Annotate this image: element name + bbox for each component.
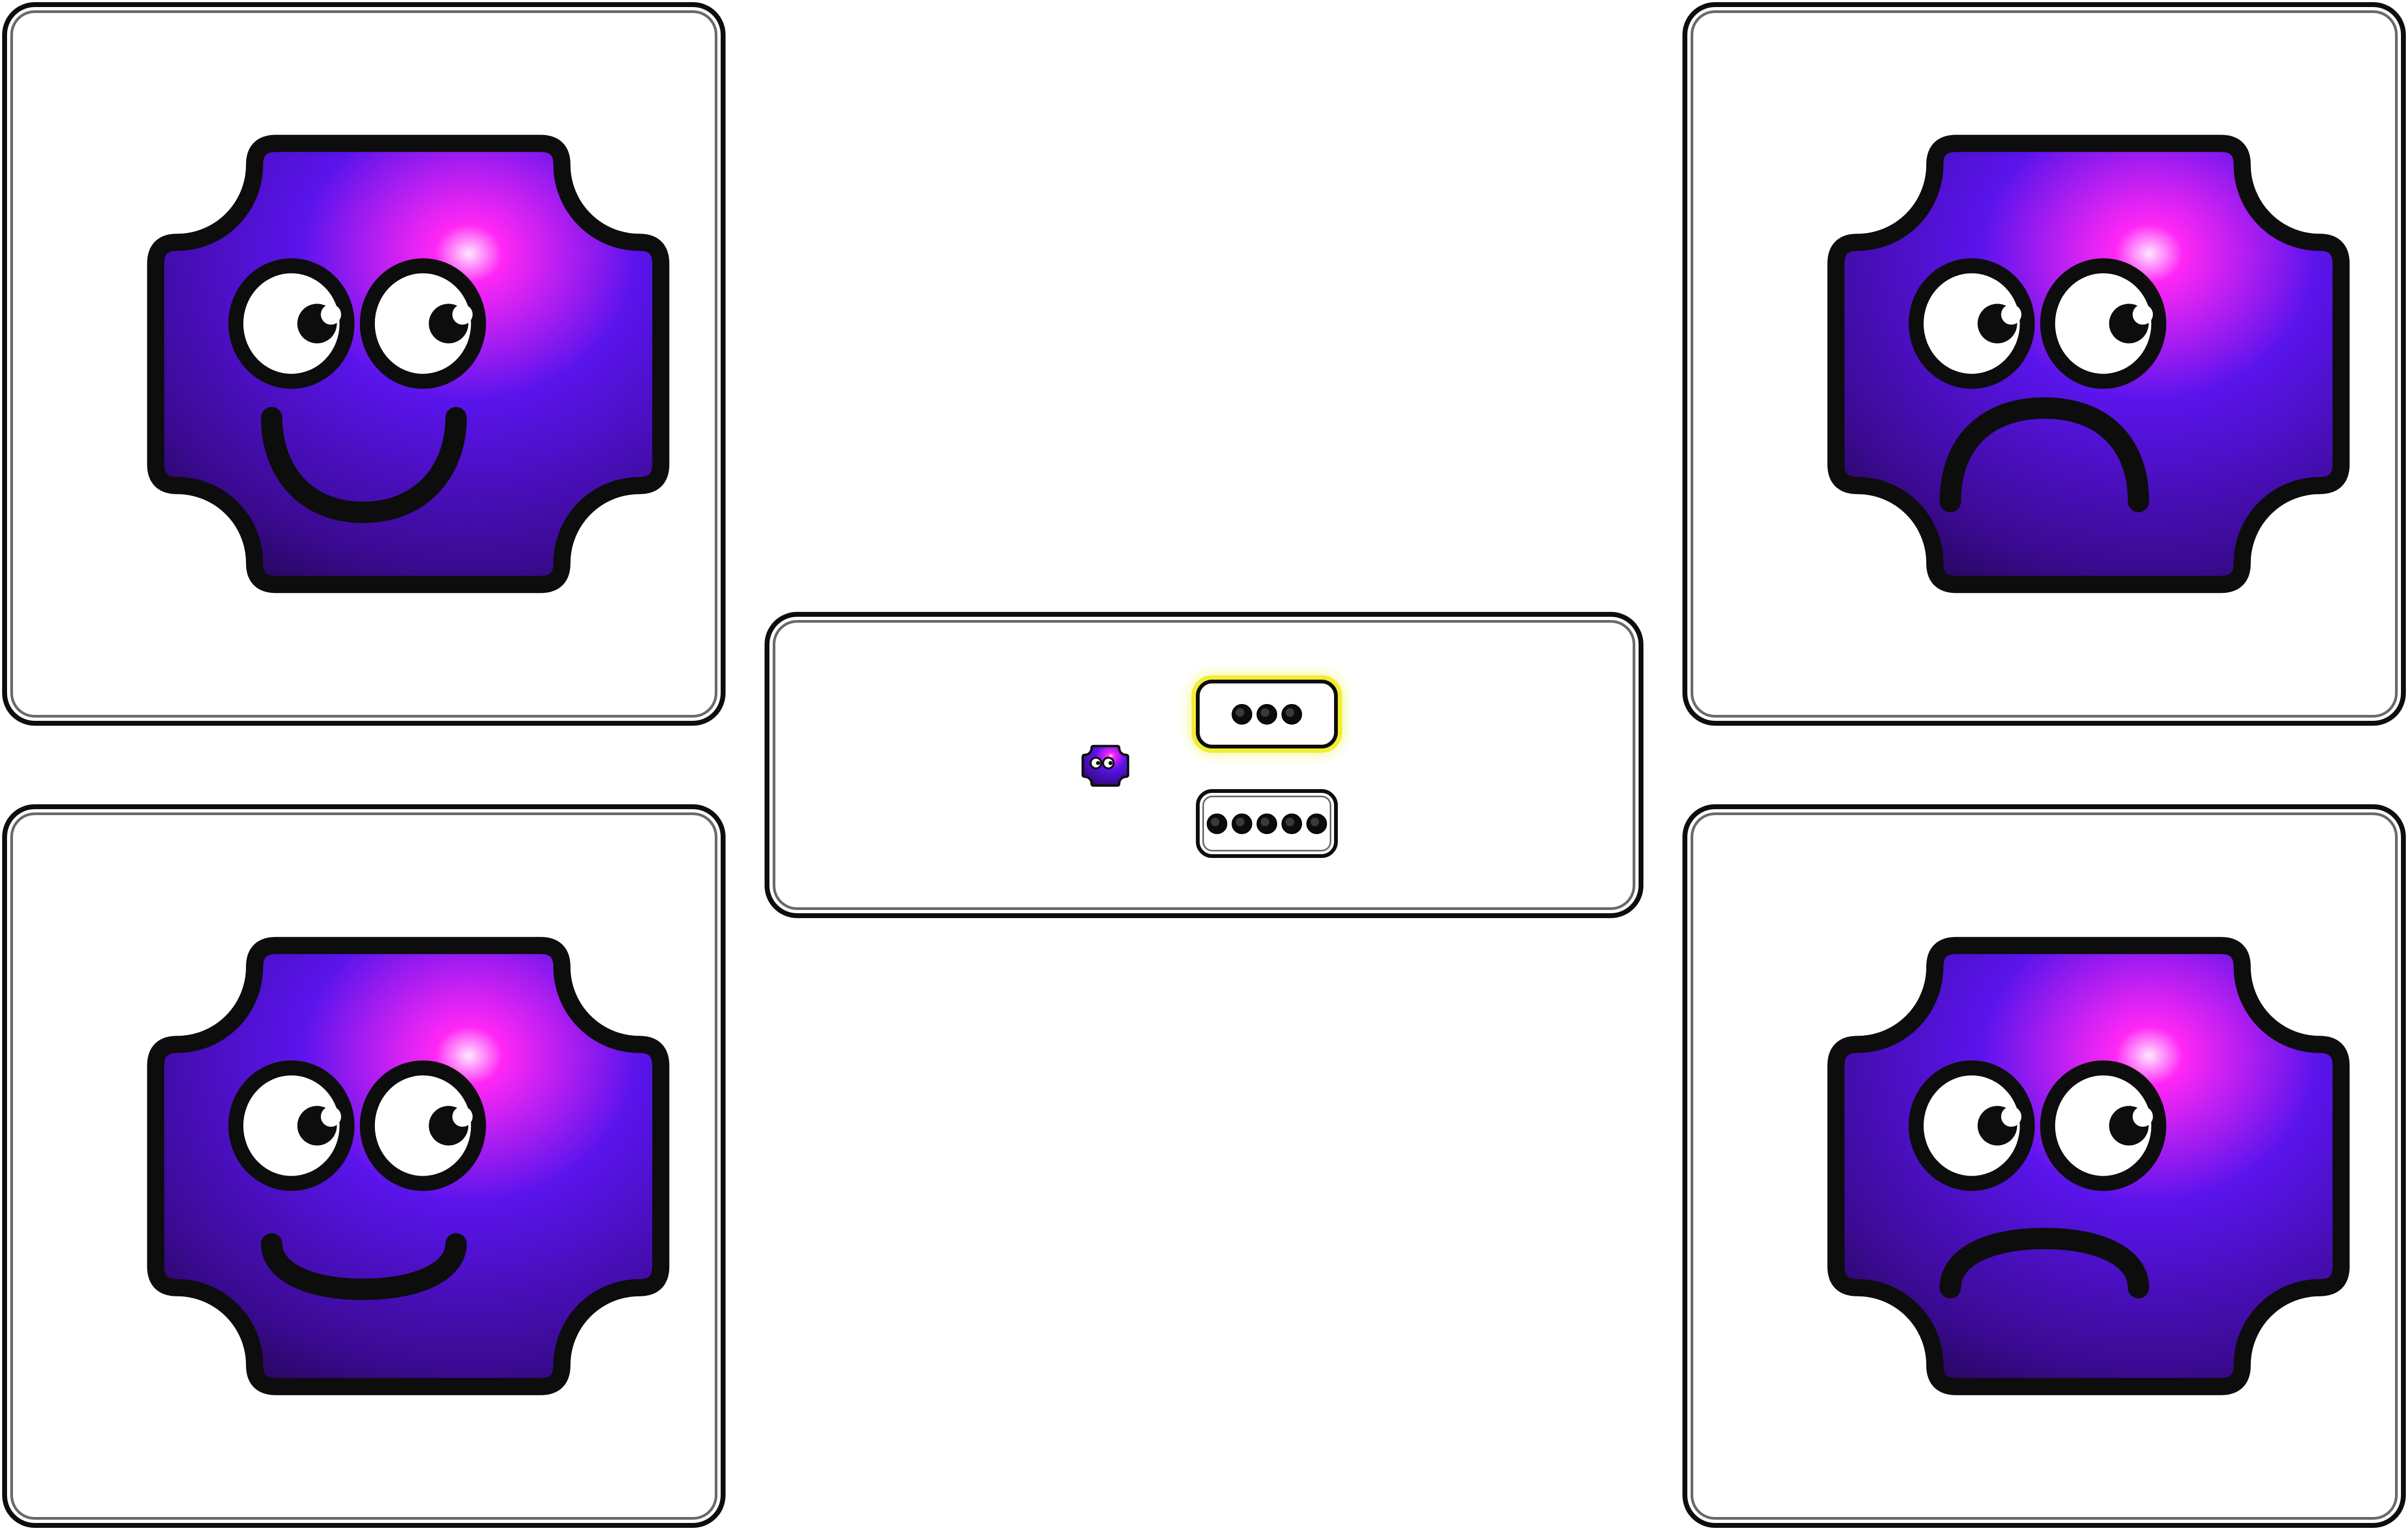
eyes	[228, 258, 486, 389]
monster-icon	[1082, 745, 1129, 787]
monster-card-small-frown[interactable]	[1682, 804, 2406, 1528]
dot-icon	[1257, 703, 1277, 725]
monster-icon	[147, 937, 670, 1396]
monster-icon	[1827, 937, 2350, 1396]
eyes	[228, 1060, 486, 1191]
monster-card-big-frown[interactable]	[1682, 2, 2406, 726]
monster-icon	[147, 134, 670, 593]
mouth	[261, 406, 467, 523]
dot-icon	[1207, 813, 1227, 834]
monster-card-big-smile[interactable]	[2, 2, 726, 726]
monster-card-small-smile[interactable]	[2, 804, 726, 1528]
monster-icon	[1827, 134, 2350, 593]
choice-button-five-dots[interactable]	[1196, 789, 1338, 858]
dot-icon	[1281, 813, 1302, 834]
mouth	[261, 1233, 467, 1300]
dot-icon	[1281, 703, 1302, 725]
mouth	[1939, 397, 2150, 513]
dot-icon	[1306, 813, 1327, 834]
question-panel	[765, 612, 1643, 918]
eyes	[1908, 258, 2166, 389]
choice-button-three-dots[interactable]	[1196, 680, 1338, 748]
dot-icon	[1232, 813, 1252, 834]
eyes	[1908, 1060, 2166, 1191]
mouth	[1939, 1228, 2150, 1299]
dot-icon	[1257, 813, 1277, 834]
dot-icon	[1232, 703, 1252, 725]
